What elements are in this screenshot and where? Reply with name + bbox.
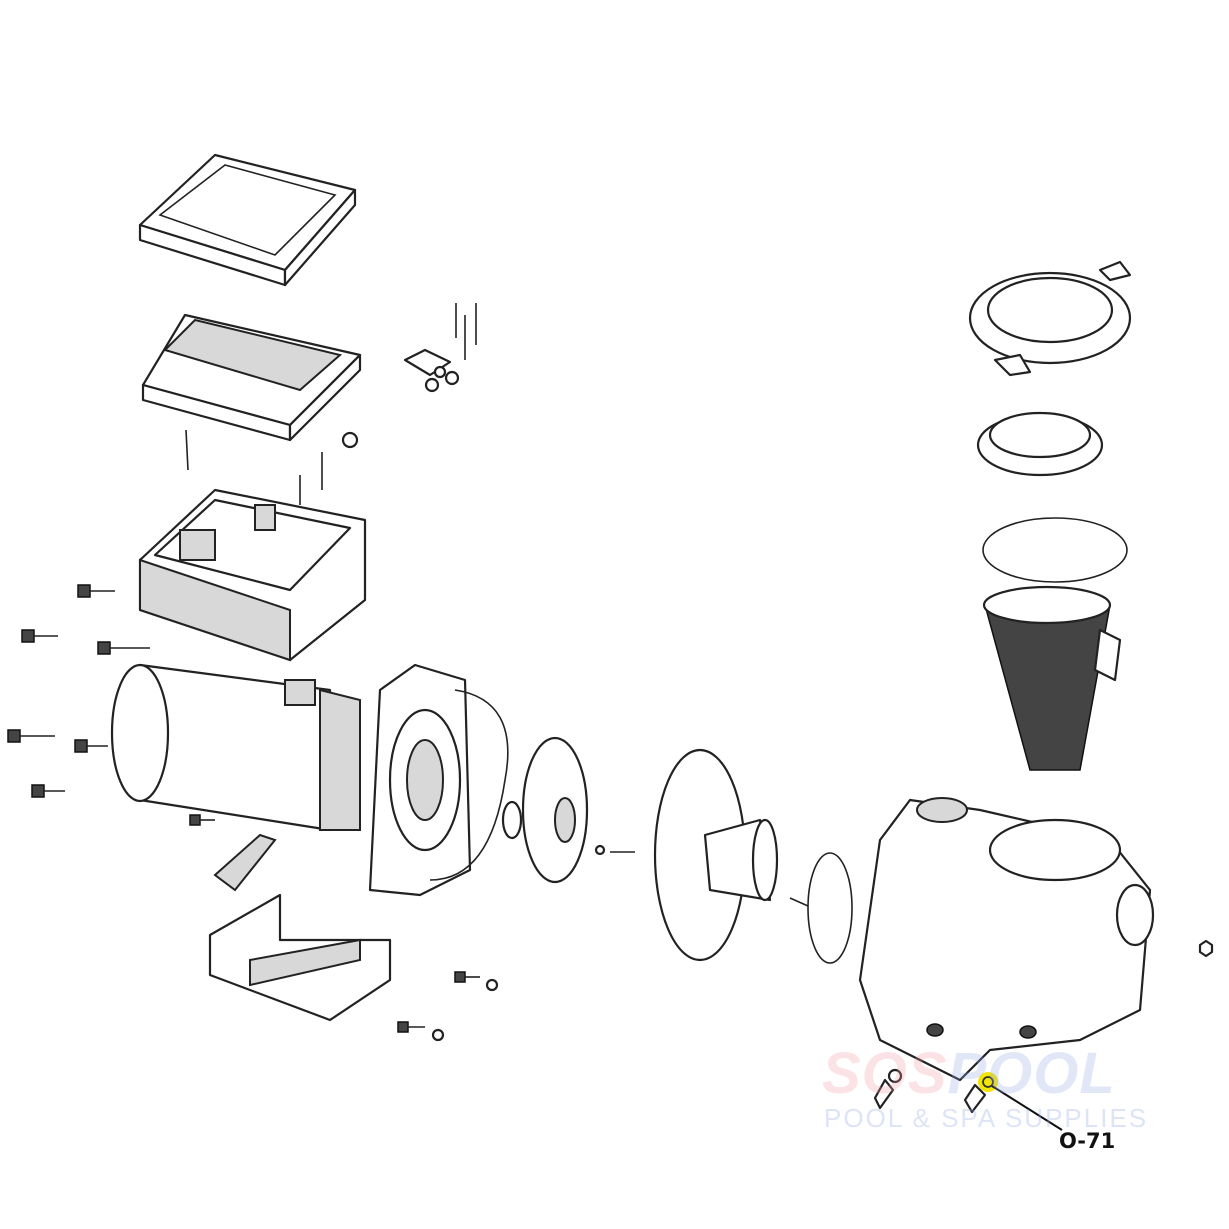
motor bbox=[110, 663, 361, 832]
o-ring-part bbox=[982, 1076, 994, 1088]
part-callout-label: O-71 bbox=[1059, 1129, 1116, 1153]
callout-leader-line bbox=[991, 1085, 1063, 1131]
watermark-brand-pool: POOL bbox=[947, 1041, 1116, 1106]
watermark-brand-sos: SOS bbox=[822, 1041, 948, 1106]
motor-base bbox=[208, 833, 499, 1042]
drive-cover bbox=[138, 153, 357, 287]
lid-clamp-ring bbox=[968, 260, 1132, 377]
lid-o-ring bbox=[982, 517, 1128, 583]
control-board bbox=[141, 313, 362, 442]
watermark-tagline: POOL & SPA SUPPLIES bbox=[824, 1103, 1149, 1133]
terminal-bracket bbox=[341, 348, 460, 449]
diffuser bbox=[653, 748, 853, 964]
strainer-lid bbox=[976, 411, 1104, 477]
drain-plugs bbox=[873, 1068, 987, 1114]
strainer-basket bbox=[982, 585, 1122, 771]
seal-plate bbox=[368, 663, 509, 897]
screws bbox=[185, 303, 477, 505]
drive-housing bbox=[138, 488, 367, 662]
mounting-bolts bbox=[7, 584, 215, 826]
pump-housing bbox=[858, 797, 1214, 1082]
impeller bbox=[501, 736, 635, 884]
watermark-brand: SOSPOOL bbox=[822, 1040, 1116, 1107]
